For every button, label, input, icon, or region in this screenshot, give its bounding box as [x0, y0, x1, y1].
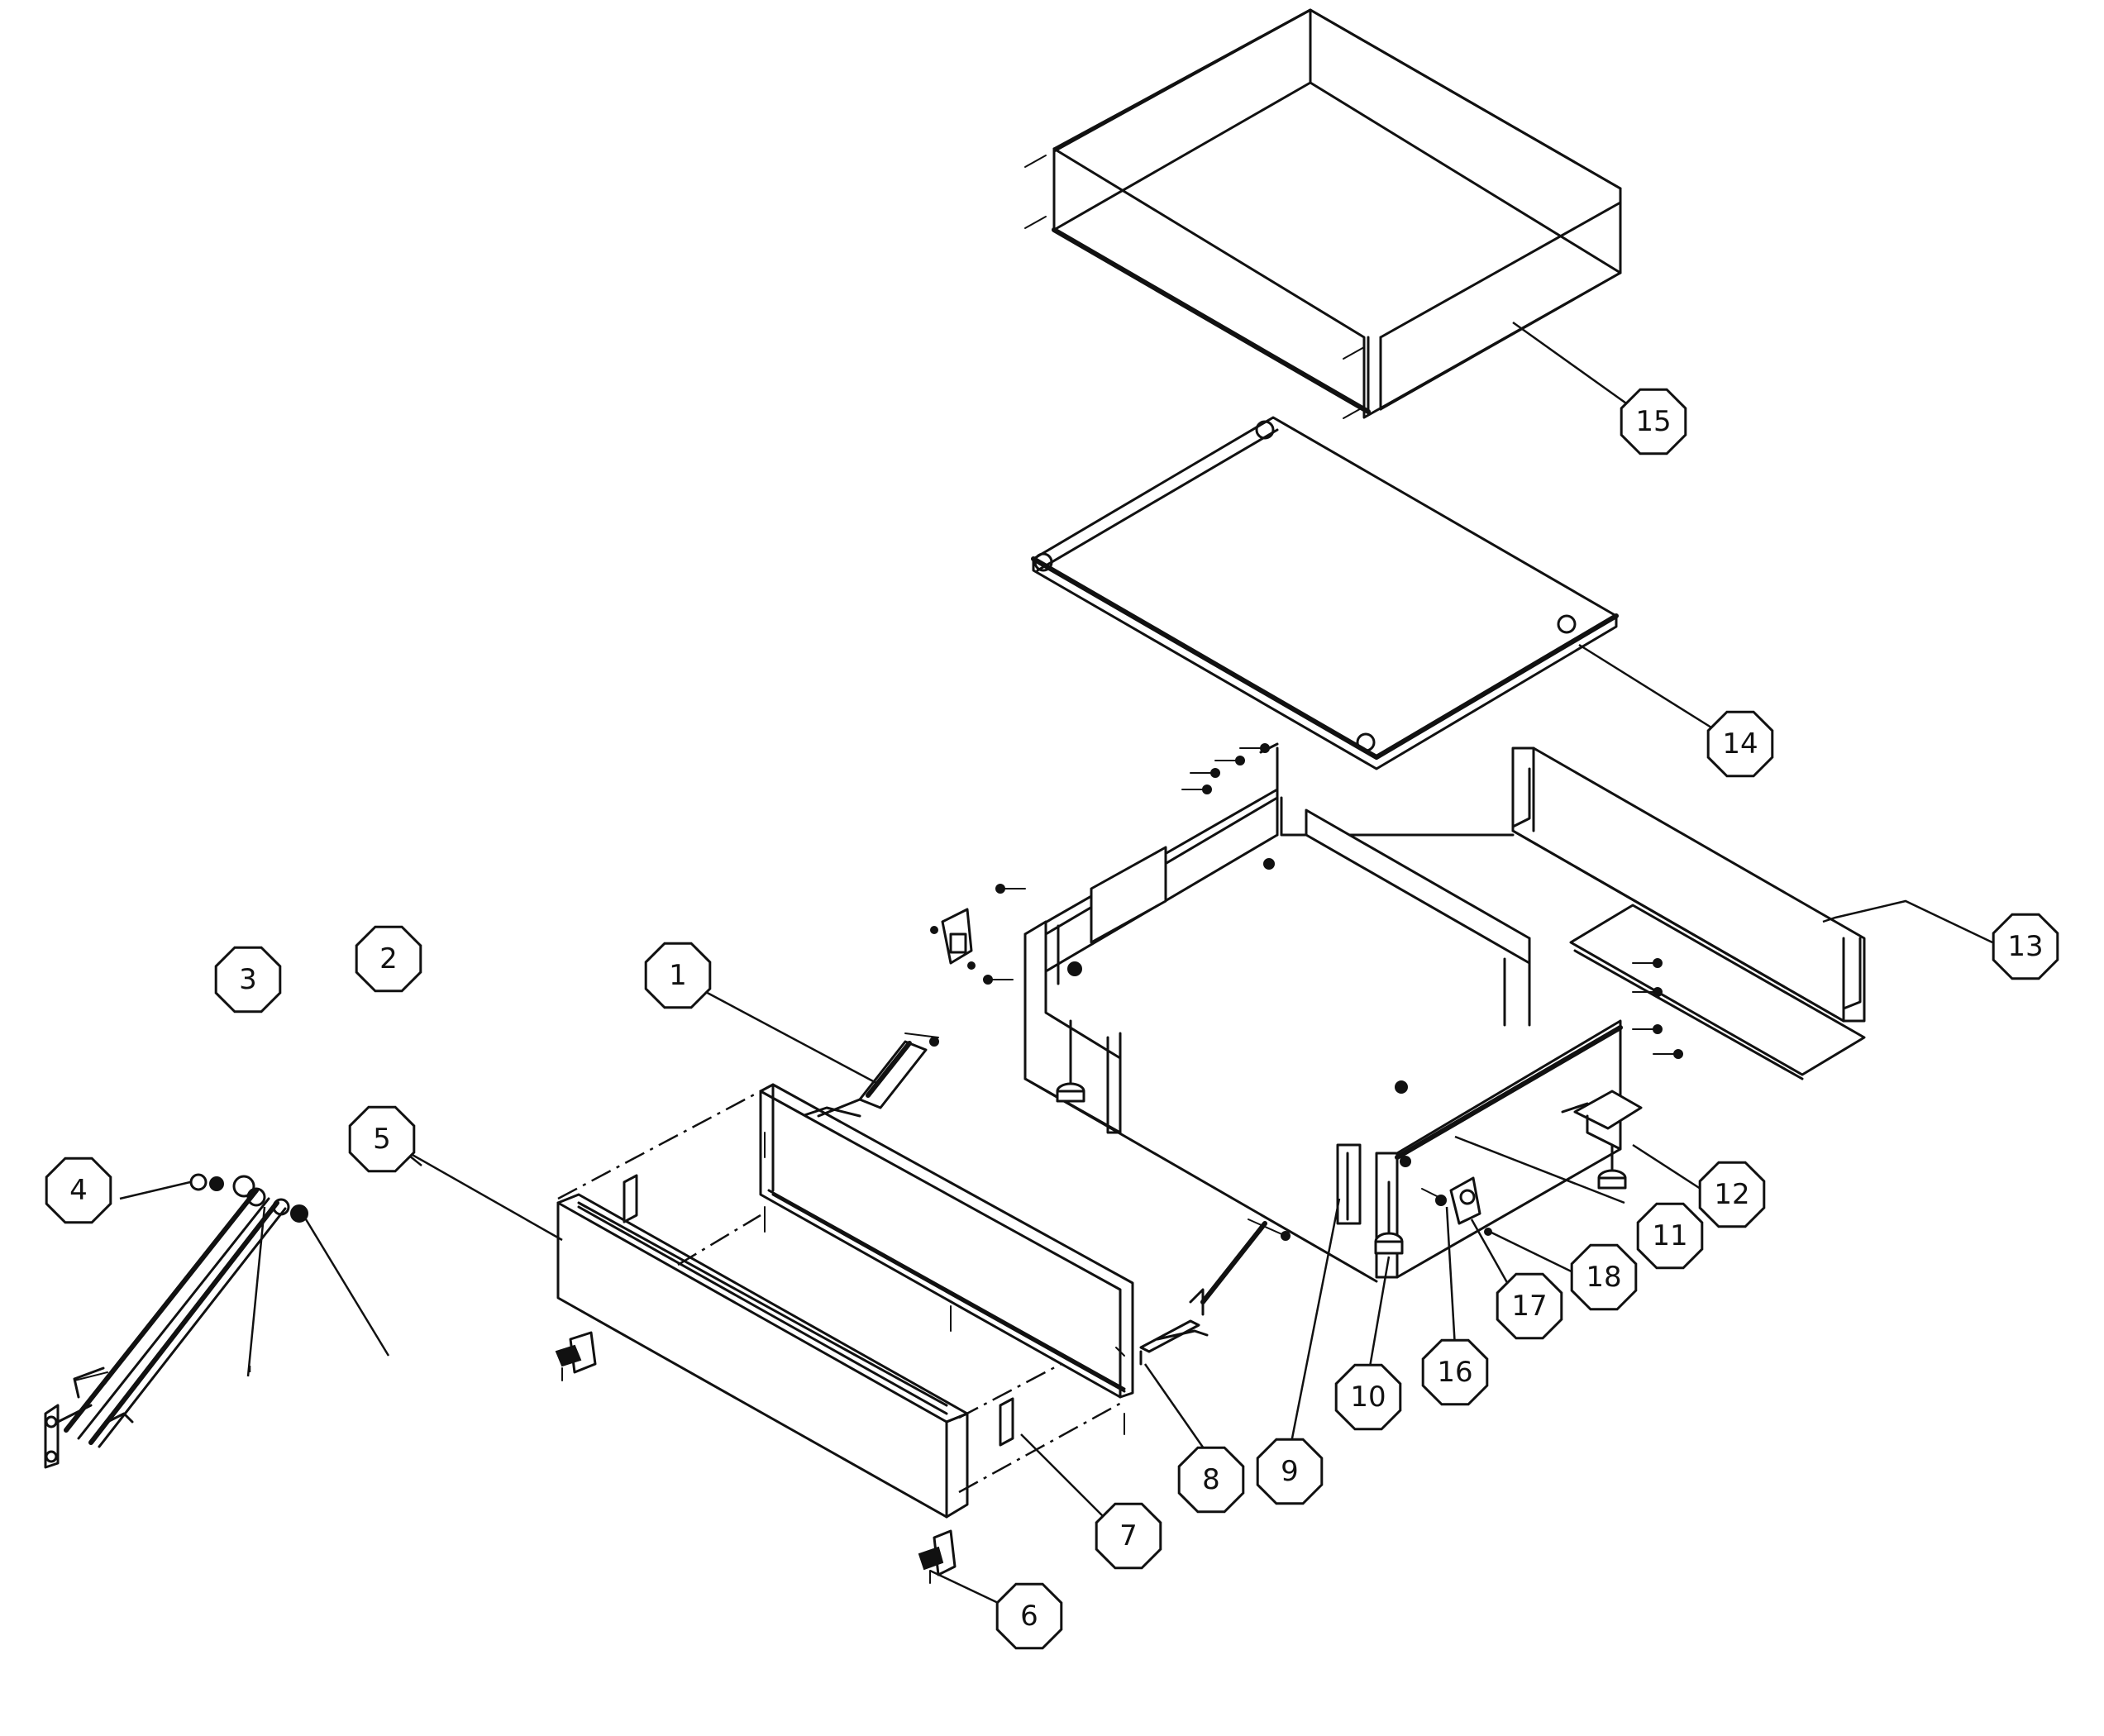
part-15-top-pan [1024, 8, 1622, 419]
callout-6: 6 [995, 1582, 1063, 1650]
part-13-side-rails [1280, 746, 1866, 1080]
callout-number: 3 [239, 963, 257, 996]
part-10-leveling-foot [1374, 1222, 1404, 1255]
callout-octagon [1698, 1161, 1766, 1228]
callout-octagon [348, 1105, 416, 1173]
part-11-cabinet-frame [930, 742, 1683, 1283]
callout-octagon [1421, 1338, 1489, 1406]
callout-octagon [1256, 1438, 1324, 1505]
callout-octagon [45, 1157, 112, 1224]
callout-octagon [1636, 1202, 1704, 1270]
callout-16: 16 [1421, 1338, 1489, 1406]
callout-octagon [1706, 710, 1774, 778]
callout-number: 12 [1714, 1178, 1749, 1211]
callout-number: 6 [1020, 1600, 1038, 1633]
callout-13: 13 [1992, 913, 2059, 980]
callout-12: 12 [1698, 1161, 1766, 1228]
callout-number: 14 [1722, 727, 1758, 761]
callout-octagon [355, 925, 422, 993]
callout-octagon [1992, 913, 2059, 980]
callout-number: 15 [1635, 405, 1671, 438]
part-12-foot-bracket [1561, 1090, 1643, 1190]
callout-octagon [1570, 1243, 1638, 1311]
callout-17: 17 [1496, 1272, 1563, 1340]
part-1-drawer-slide [788, 1033, 939, 1122]
callout-number: 10 [1350, 1381, 1386, 1414]
callout-2: 2 [355, 925, 422, 993]
callout-18: 18 [1570, 1243, 1638, 1311]
callout-10: 10 [1334, 1363, 1402, 1431]
callout-octagon [1095, 1502, 1162, 1570]
part-16-nut [1421, 1188, 1447, 1206]
callout-number: 8 [1202, 1463, 1220, 1496]
part-2-4-slide-assembly [44, 1173, 308, 1469]
callout-octagon [995, 1582, 1063, 1650]
callout-5: 5 [348, 1105, 416, 1173]
callout-number: 7 [1119, 1519, 1138, 1552]
callout-octagon [1177, 1446, 1245, 1514]
part-5-drawer [555, 1083, 1134, 1519]
callout-number: 16 [1437, 1356, 1472, 1389]
callout-8: 8 [1177, 1446, 1245, 1514]
callout-number: 17 [1511, 1290, 1547, 1323]
part-6-glide-bracket [918, 1529, 957, 1584]
callout-octagon [1496, 1272, 1563, 1340]
callout-number: 18 [1586, 1261, 1621, 1294]
callout-1: 1 [644, 942, 712, 1009]
callout-octagon [1620, 388, 1687, 455]
part-14-cover-plate [1031, 416, 1619, 770]
callout-octagon [644, 942, 712, 1009]
callout-octagon [214, 946, 282, 1013]
callout-11: 11 [1636, 1202, 1704, 1270]
callout-14: 14 [1706, 710, 1774, 778]
callout-number: 5 [373, 1123, 391, 1156]
callout-number: 2 [379, 942, 398, 975]
callout-number: 4 [69, 1174, 88, 1207]
callout-3: 3 [214, 946, 282, 1013]
callout-number: 9 [1281, 1455, 1299, 1488]
callout-octagon [1334, 1363, 1402, 1431]
part-17-hinge-block [1449, 1176, 1481, 1225]
callout-4: 4 [45, 1157, 112, 1224]
callout-number: 13 [2007, 930, 2043, 963]
part-8-drawer-slide [1139, 1219, 1291, 1366]
callout-number: 1 [669, 959, 687, 992]
callout-9: 9 [1256, 1438, 1324, 1505]
callout-number: 11 [1652, 1219, 1687, 1252]
callout-15: 15 [1620, 388, 1687, 455]
callout-7: 7 [1095, 1502, 1162, 1570]
